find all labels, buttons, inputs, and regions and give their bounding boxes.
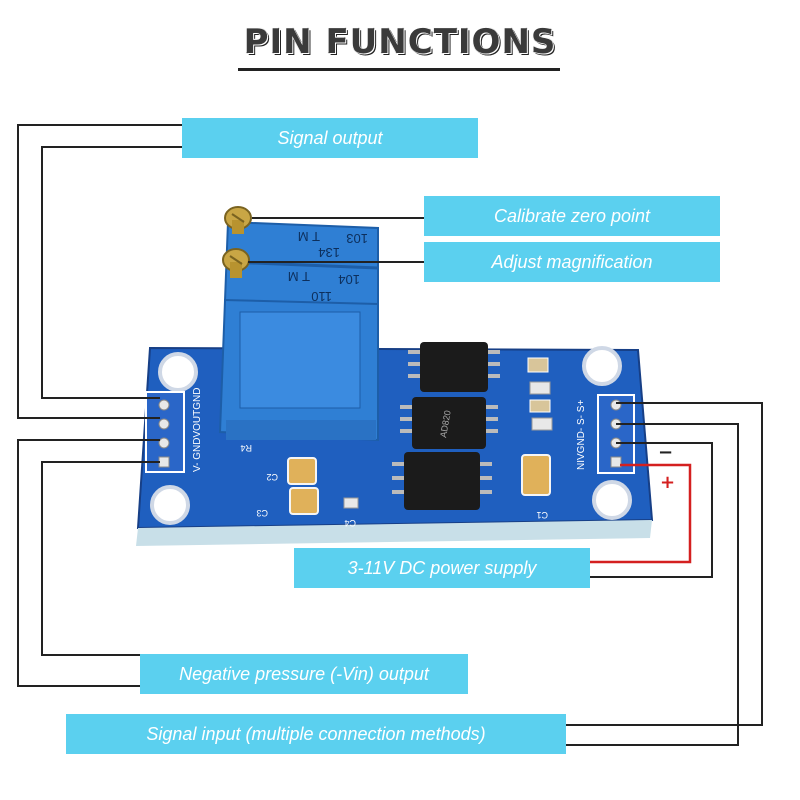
ref-r4: R4: [240, 443, 252, 453]
left-pin-4: [158, 456, 170, 468]
ic-chip-top: [408, 342, 500, 392]
pot-bottom-code-2: T M: [288, 269, 310, 284]
mount-hole-bottom-right: [592, 480, 632, 520]
smd-components: [287, 357, 553, 515]
ic-chip-bottom: [392, 452, 492, 510]
mount-hole-top-left: [158, 352, 198, 392]
pot-top-code-2: T M: [298, 229, 320, 244]
label-negative-pressure: Negative pressure (-Vin) output: [140, 654, 468, 694]
label-signal-input: Signal input (multiple connection method…: [66, 714, 566, 754]
wire-signal-output-outer: [17, 124, 182, 419]
right-pin-1: [610, 399, 622, 411]
mount-hole-bottom-left: [150, 485, 190, 525]
wire-negative-output-inner: [41, 461, 160, 656]
wire-power-negative: [590, 442, 713, 578]
polarity-negative: −: [658, 442, 673, 463]
trimmer-potentiometer: 103 T M 134 104 T M 110: [218, 206, 379, 442]
wire-negative-output-outer: [17, 439, 160, 687]
ref-c2: C2: [266, 472, 278, 482]
page-title: PIN FUNCTIONS: [243, 22, 557, 62]
left-pin-2: [158, 418, 170, 430]
wire-signal-input-inner: [566, 423, 739, 746]
connection-wires: [17, 124, 763, 746]
gain-adjust-screw: [222, 248, 250, 278]
ic-chip-marking: AD820: [438, 409, 453, 438]
label-calibrate-zero: Calibrate zero point: [424, 196, 720, 236]
pot-top-code-3: 134: [318, 245, 340, 260]
ic-chip-middle: AD820: [400, 397, 498, 449]
label-power-supply: 3-11V DC power supply: [294, 548, 590, 588]
polarity-positive: +: [660, 472, 675, 493]
mount-hole-top-right: [582, 346, 622, 386]
wire-power-positive: [590, 463, 692, 564]
left-pin-3: [158, 437, 170, 449]
label-signal-output: Signal output: [182, 118, 478, 158]
title-underline: [238, 68, 560, 71]
left-pin-labels: V- GNDVOUTGND: [192, 388, 203, 472]
left-pin-1: [158, 399, 170, 411]
ref-c4: C4: [344, 518, 356, 528]
label-adjust-magnification: Adjust magnification: [424, 242, 720, 282]
ref-c3: C3: [256, 508, 268, 518]
right-pin-labels: NIVGND- S- S+: [576, 400, 587, 470]
ref-c1: C1: [536, 510, 548, 520]
circuit-board: V- GNDVOUTGND NIVGND- S- S+ AD820: [136, 342, 654, 546]
wire-signal-input-outer: [566, 402, 763, 726]
pot-bottom-code-1: 104: [338, 272, 360, 287]
pot-bottom-code-3: 110: [311, 289, 332, 304]
zero-adjust-screw: [224, 206, 252, 234]
right-pin-4: [610, 456, 622, 468]
pot-top-code-1: 103: [346, 231, 368, 246]
wire-signal-output-inner: [41, 146, 182, 399]
